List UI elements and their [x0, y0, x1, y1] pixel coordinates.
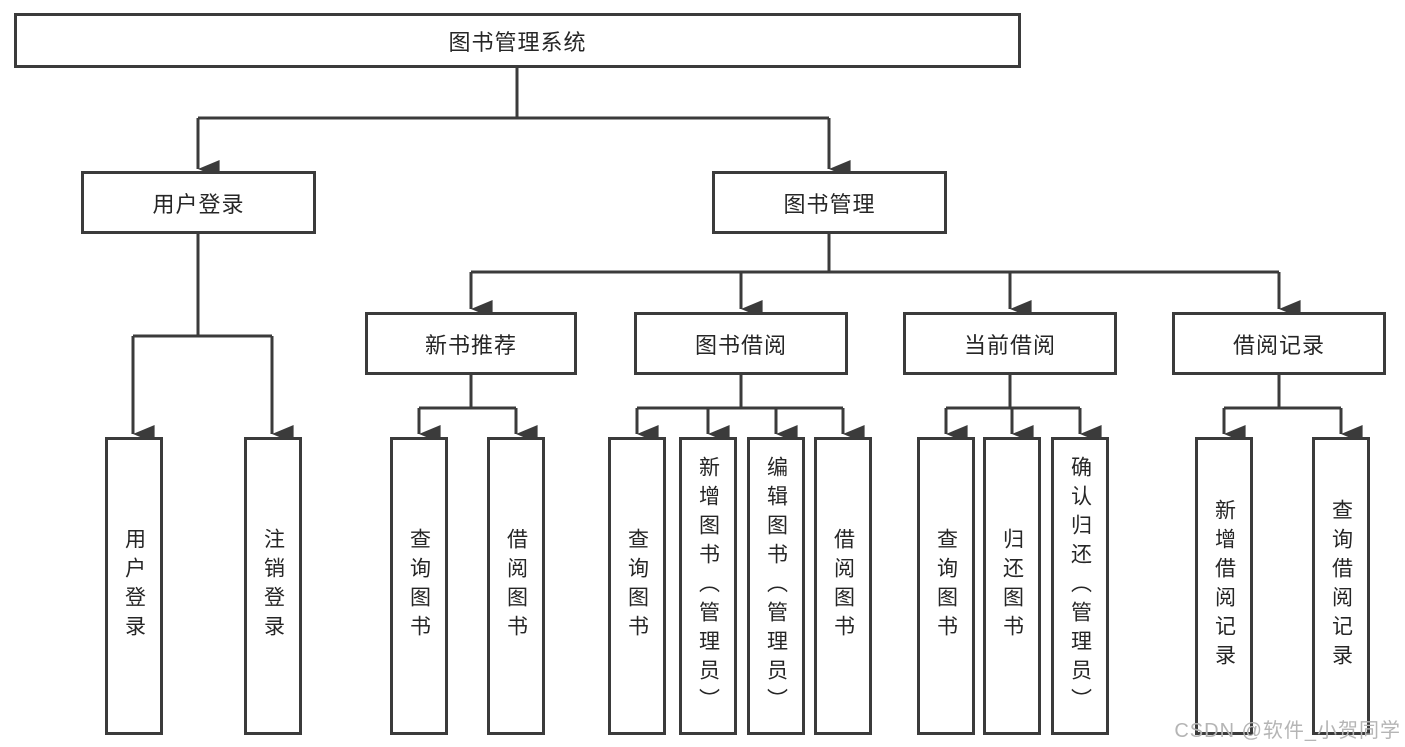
leaf-add-borrow-record-label: 新增借阅记录: [1212, 499, 1236, 673]
leaf-logout-login: 注销登录: [244, 437, 302, 735]
watermark-text: CSDN @软件_小贺同学: [1174, 720, 1401, 742]
node-book-borrowing: 图书借阅: [634, 312, 848, 375]
node-borrowing-records-label: 借阅记录: [1232, 332, 1325, 358]
node-current-borrowing: 当前借阅: [903, 312, 1117, 375]
leaf-query-borrow-record-label: 查询借阅记录: [1329, 499, 1353, 673]
leaf-borrow-books-recommend: 借阅图书: [487, 437, 545, 735]
leaf-query-books-borrowing: 查询图书: [608, 437, 666, 735]
node-current-borrowing-label: 当前借阅: [963, 332, 1056, 358]
leaf-confirm-return-admin: 确认归还（管理员）: [1051, 437, 1109, 735]
leaf-borrow-books-borrowing: 借阅图书: [814, 437, 872, 735]
leaf-query-books-borrowing-label: 查询图书: [625, 528, 649, 644]
leaf-logout-login-label: 注销登录: [261, 528, 285, 644]
leaf-query-books-recommend: 查询图书: [390, 437, 448, 735]
leaf-query-books-recommend-label: 查询图书: [407, 528, 431, 644]
node-root-label: 图书管理系统: [448, 29, 587, 55]
leaf-query-borrow-record: 查询借阅记录: [1312, 437, 1370, 735]
leaf-user-login-label: 用户登录: [122, 528, 146, 644]
node-user-login: 用户登录: [81, 171, 316, 234]
node-user-login-label: 用户登录: [152, 191, 245, 217]
leaf-borrow-books-borrowing-label: 借阅图书: [831, 528, 855, 644]
leaf-user-login: 用户登录: [105, 437, 163, 735]
leaf-add-books-admin: 新增图书（管理员）: [679, 437, 737, 735]
node-root: 图书管理系统: [14, 13, 1021, 68]
leaf-edit-books-admin: 编辑图书（管理员）: [747, 437, 805, 735]
leaf-confirm-return-admin-label: 确认归还（管理员）: [1068, 455, 1092, 717]
leaf-edit-books-admin-label: 编辑图书（管理员）: [764, 455, 788, 717]
leaf-add-borrow-record: 新增借阅记录: [1195, 437, 1253, 735]
leaf-return-books-label: 归还图书: [1000, 528, 1024, 644]
node-book-borrowing-label: 图书借阅: [694, 332, 787, 358]
node-new-book-recommendation: 新书推荐: [365, 312, 577, 375]
leaf-add-books-admin-label: 新增图书（管理员）: [696, 455, 720, 717]
leaf-return-books: 归还图书: [983, 437, 1041, 735]
node-book-management-label: 图书管理: [783, 191, 876, 217]
node-borrowing-records: 借阅记录: [1172, 312, 1386, 375]
node-book-management: 图书管理: [712, 171, 947, 234]
leaf-borrow-books-recommend-label: 借阅图书: [504, 528, 528, 644]
leaf-query-books-current: 查询图书: [917, 437, 975, 735]
leaf-query-books-current-label: 查询图书: [934, 528, 958, 644]
node-new-book-recommendation-label: 新书推荐: [424, 332, 517, 358]
